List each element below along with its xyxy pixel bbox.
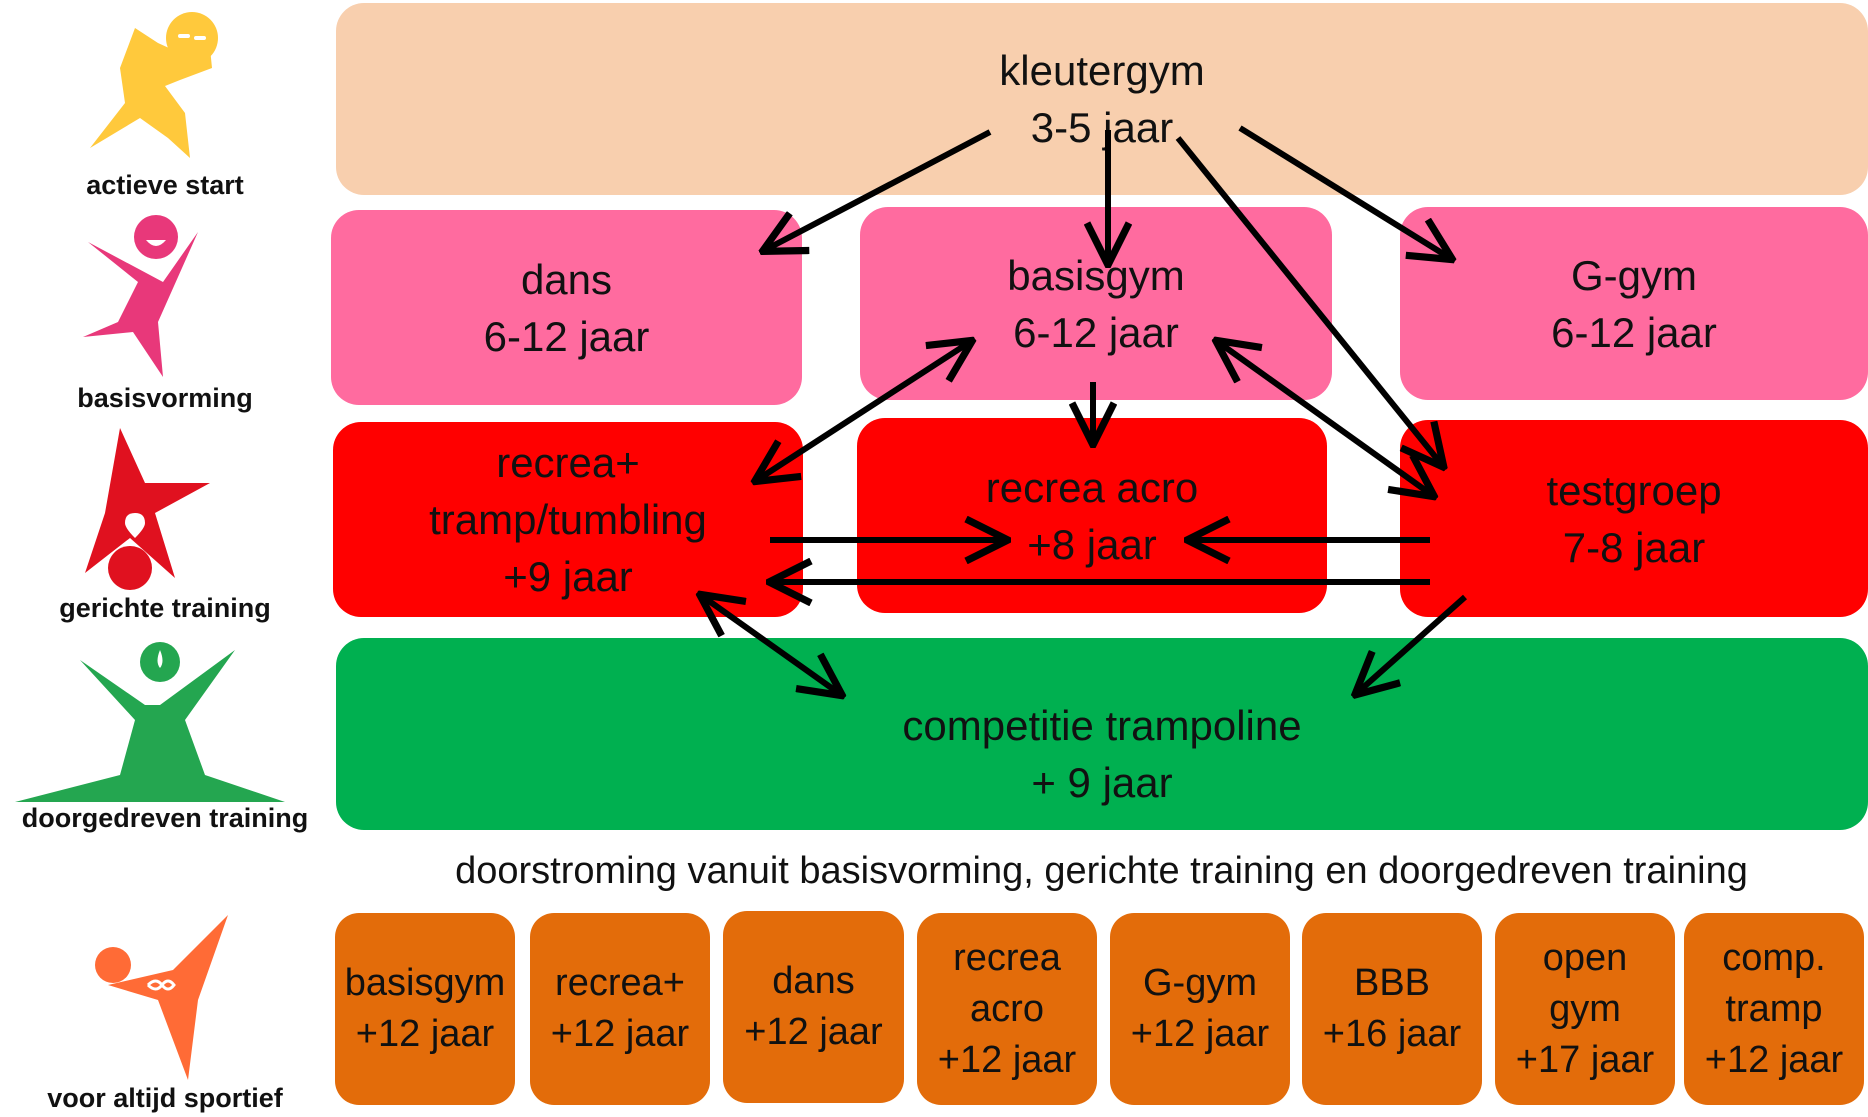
box-competitie-trampoline: competitie trampoline + 9 jaar <box>336 638 1868 830</box>
box-testgroep-age: 7-8 jaar <box>1562 523 1706 571</box>
box-g-gym-title: G-gym <box>1571 251 1697 299</box>
adult-box-bbb-line1: BBB <box>1353 962 1431 1004</box>
arrow-kleutergym-to-dans <box>765 129 992 250</box>
basisvorming-icon <box>83 215 198 377</box>
box-recrea-tramp-line2: tramp/tumbling <box>429 496 707 543</box>
box-testgroep-title: testgroep <box>1546 466 1722 514</box>
adult-box-bbb-age: +16 jaar <box>1322 1013 1462 1055</box>
box-dans-age: 6-12 jaar <box>483 312 650 360</box>
box-dans-title: dans <box>520 255 613 303</box>
box-dans: dans 6-12 jaar <box>331 210 802 405</box>
adult-box-g-gym-age: +12 jaar <box>1130 1013 1270 1055</box>
adult-box-dans: dans +12 jaar <box>723 911 904 1103</box>
adult-box-open-gym-line2: gym <box>1549 987 1621 1030</box>
box-recrea-acro-title: recrea acro <box>985 463 1199 511</box>
adult-box-g-gym-line1: G-gym <box>1143 962 1257 1004</box>
adult-box-dans-age: +12 jaar <box>744 1011 883 1053</box>
level-label-actieve-start: actieve start <box>86 170 244 200</box>
box-g-gym: G-gym 6-12 jaar <box>1400 207 1868 400</box>
arrow-basisgym-recrea-tramp <box>757 342 970 480</box>
adult-box-basisgym-line1: basisgym <box>344 962 506 1004</box>
arrow-testgroep-to-competitie <box>1357 594 1467 693</box>
box-kleutergym-title: kleutergym <box>999 47 1205 94</box>
doorstroming-caption: doorstroming vanuit basisvorming, gerich… <box>455 850 1748 892</box>
box-kleutergym: kleutergym 3-5 jaar <box>336 3 1868 195</box>
level-label-gerichte-training: gerichte training <box>59 593 271 623</box>
adult-box-recrea-acro-age: +12 jaar <box>937 1038 1077 1081</box>
box-basisgym-age: 6-12 jaar <box>1013 308 1179 356</box>
adult-box-open-gym-age: +17 jaar <box>1515 1038 1655 1081</box>
box-recrea-tramp-age: +9 jaar <box>503 553 633 600</box>
box-kleutergym-age: 3-5 jaar <box>1030 104 1174 151</box>
actieve-start-icon <box>90 12 218 158</box>
adult-box-recrea-plus-age: +12 jaar <box>550 1013 690 1055</box>
voor-altijd-sportief-icon <box>95 915 228 1080</box>
box-recrea-tramp-line1: recrea+ <box>496 439 640 486</box>
arrow-basisgym-testgroep <box>1218 342 1432 495</box>
doorgedreven-training-icon <box>15 642 285 802</box>
arrow-kleutergym-to-g-gym <box>1238 125 1450 258</box>
gerichte-training-icon <box>85 428 210 590</box>
adult-box-recrea-plus: recrea+ +12 jaar <box>530 913 710 1105</box>
adult-box-comp-tramp: comp. tramp +12 jaar <box>1684 913 1864 1105</box>
box-testgroep: testgroep 7-8 jaar <box>1400 420 1868 617</box>
adult-box-open-gym: open gym +17 jaar <box>1495 913 1675 1105</box>
box-recrea-acro-age: +8 jaar <box>1027 520 1157 568</box>
adult-box-basisgym: basisgym +12 jaar <box>335 913 515 1105</box>
adult-box-recrea-acro: recrea acro +12 jaar <box>917 913 1097 1105</box>
adult-box-dans-line1: dans <box>772 960 855 1002</box>
box-competitie-age: + 9 jaar <box>1031 759 1173 806</box>
level-label-voor-altijd-sportief: voor altijd sportief <box>47 1083 283 1113</box>
box-competitie-title: competitie trampoline <box>902 702 1302 749</box>
adult-box-recrea-plus-line1: recrea+ <box>555 962 685 1004</box>
level-label-doorgedreven-training: doorgedreven training <box>21 803 309 833</box>
adult-box-recrea-acro-line1: recrea <box>953 936 1061 979</box>
arrow-recrea-tramp-competitie <box>702 596 840 694</box>
adult-box-basisgym-age: +12 jaar <box>355 1013 495 1055</box>
adult-box-comp-tramp-line2: tramp <box>1725 987 1823 1030</box>
adult-box-comp-tramp-line1: comp. <box>1722 936 1826 979</box>
box-recrea-tramp: recrea+ tramp/tumbling +9 jaar <box>333 422 803 617</box>
adult-box-open-gym-line1: open <box>1542 936 1628 979</box>
arrow-kleutergym-to-testgroep <box>1175 136 1442 465</box>
adult-box-recrea-acro-line2: acro <box>970 987 1044 1030</box>
adult-box-g-gym: G-gym +12 jaar <box>1110 913 1290 1105</box>
box-g-gym-age: 6-12 jaar <box>1551 308 1717 356</box>
level-label-basisvorming: basisvorming <box>77 383 253 413</box>
adult-box-comp-tramp-age: +12 jaar <box>1704 1038 1844 1081</box>
adult-box-bbb: BBB +16 jaar <box>1302 913 1482 1105</box>
